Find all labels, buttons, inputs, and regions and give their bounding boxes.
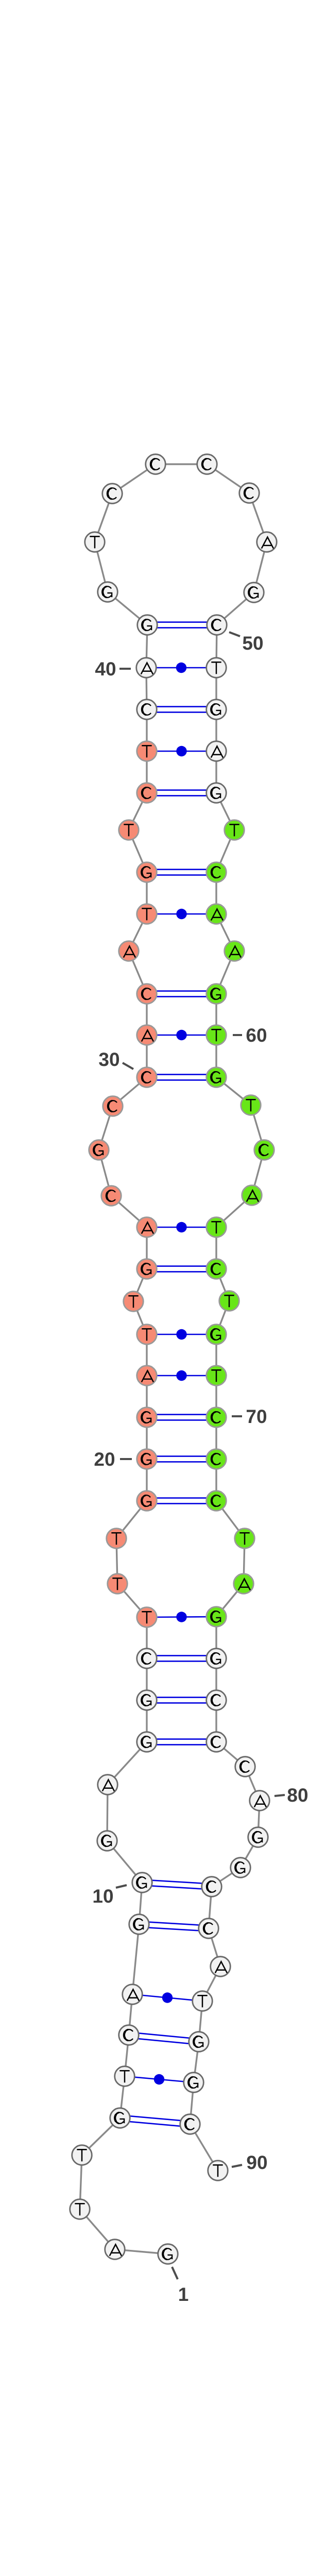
svg-text:30: 30 — [98, 1049, 119, 1070]
svg-text:10: 10 — [92, 1886, 113, 1907]
svg-text:70: 70 — [246, 1406, 267, 1427]
svg-text:60: 60 — [246, 1025, 267, 1046]
svg-text:1: 1 — [178, 2284, 189, 2305]
svg-text:20: 20 — [94, 1449, 115, 1470]
svg-text:50: 50 — [242, 633, 263, 654]
svg-text:90: 90 — [246, 2152, 267, 2173]
svg-text:80: 80 — [287, 1785, 308, 1806]
svg-text:40: 40 — [95, 658, 116, 680]
